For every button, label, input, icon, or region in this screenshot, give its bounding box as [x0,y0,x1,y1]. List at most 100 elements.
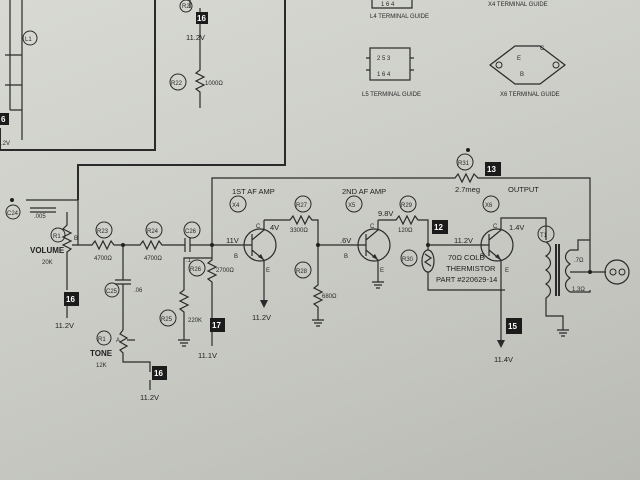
l4-guide-label: L4 TERMINAL GUIDE [370,14,429,20]
tone-voltage: 11.2V [140,393,159,402]
badge-12-text: 12 [434,223,443,232]
r24-value: 4700Ω [144,256,162,262]
upper-voltage: 11.2V [186,33,205,42]
volume-pot [61,212,73,290]
r26-ref-circle [188,259,206,277]
l1-ref: L1 [25,37,32,43]
volume-pin-b: B [74,236,78,242]
badge-13-text: 13 [487,165,496,174]
x6-emitter-arrow [495,254,501,260]
r1b-ref-circle [50,227,66,243]
x6-outline [489,45,566,85]
r29-ref-circle [399,195,417,213]
x4-pin-c: C [256,224,261,230]
x4-leads [238,220,265,290]
r27-ref: R27 [296,203,308,209]
upper-frag-badge-text: 6 [1,115,6,124]
x5-emitter-arrow [372,254,378,260]
x4-ref: X4 [232,203,240,209]
t1-core [555,244,560,296]
badge-15-text: 15 [508,322,517,331]
x4-emitter-voltage: 11.2V [252,313,271,322]
r22-ref-circle [169,73,187,91]
c26-ref-circle [183,221,201,239]
r25-voltage: 11.1V [198,351,217,360]
x4-guide-label: X4 TERMINAL GUIDE [488,2,548,8]
r29-ref: R29 [401,203,413,209]
r28-ref: R28 [296,269,308,275]
upper-left-wires [9,0,23,140]
x4-pin-b: B [234,254,238,260]
upper-right-border [77,0,286,200]
volume-label: VOLUME [30,246,65,255]
badge-13 [485,162,501,176]
x6-pin-c: C [540,46,545,52]
output-jack-pin1 [609,268,617,276]
badge-17 [210,318,225,332]
x4-base-voltage: 11V [226,236,239,245]
c24-ref-circle [5,204,21,220]
l1-ref-circle [22,30,38,46]
stage-1-amp: 1ST AF AMP X4 R26 2700Ω R25 220K 17 11.1… [159,187,337,360]
c24-value: .005 [34,214,46,220]
r28-resistor [312,245,324,327]
tone-pin-a: A [116,338,120,344]
upper-left-border [0,0,156,151]
l5-tabs [366,57,414,71]
output-stage: X6 C B E 11.2V 1.4V 15 11.4V T1 .7Ω 1.3Ω [454,195,630,364]
badge-16-upper-text: 16 [197,14,206,23]
tone-value: 12K [96,363,107,369]
r31-ref: R31 [458,161,470,167]
badge-17-text: 17 [212,321,221,330]
r31-dot [466,148,470,152]
x6-hole-left [495,61,503,69]
r26-value: 2700Ω [216,268,234,274]
x6-collector-voltage: 1.4V [509,223,524,232]
x5-collector-voltage: 9.8V [378,209,393,218]
r26-ref: R26 [190,267,202,273]
l4-pins: 1 6 4 [381,2,395,8]
x6-pin-e: E [517,56,521,62]
r29-resistor [378,214,470,246]
output-label: OUTPUT [508,185,539,194]
badge-16-upper [196,12,208,24]
output-jack [604,259,630,285]
stage2-label: 2ND AF AMP [342,187,386,196]
r30-thermistor [421,249,435,273]
t1-primary [544,241,569,337]
thermistor-line2: THERMISTOR [446,264,496,273]
r25-ref-circle [159,309,177,327]
thermistor-line3: PART #220629-14 [436,275,497,284]
badge-12 [432,220,448,234]
r25-resistor [178,257,212,347]
c25-ref: C25 [106,289,118,295]
r30-ref-circle [400,249,418,267]
badge-16-tone-text: 16 [154,369,163,378]
upper-left-stubs [5,54,22,86]
r28-ref-circle [294,261,312,279]
r27-ref-circle [294,195,312,213]
r22-value: 1000Ω [205,81,223,87]
r30-wires [427,245,505,291]
x5-ref: X5 [348,203,356,209]
badge-16-volume-text: 16 [66,295,75,304]
stage1-label: 1ST AF AMP [232,187,275,196]
t1-bottom-value: 1.3Ω [572,287,585,293]
x4-emitter-arrowhead [260,300,268,308]
r27-resistor [264,214,330,246]
x6-hole-right [552,61,560,69]
x6-ref: X6 [485,203,493,209]
upper-frag-voltage: .2V [1,141,10,147]
r1b-ref: R1 [53,234,61,240]
r22-ref: R22 [171,81,183,87]
x5-ref-circle [345,195,363,213]
x5-pin-c: C [370,224,375,230]
x6-leads [470,217,547,340]
upper-section: L1 6 .2V 16 11.2V R22 1000Ω R2 [0,0,286,200]
c24-capacitor [26,199,78,213]
r31-ref-circle [456,153,474,171]
badge-15 [506,318,522,334]
r25-ref: R25 [161,317,173,323]
